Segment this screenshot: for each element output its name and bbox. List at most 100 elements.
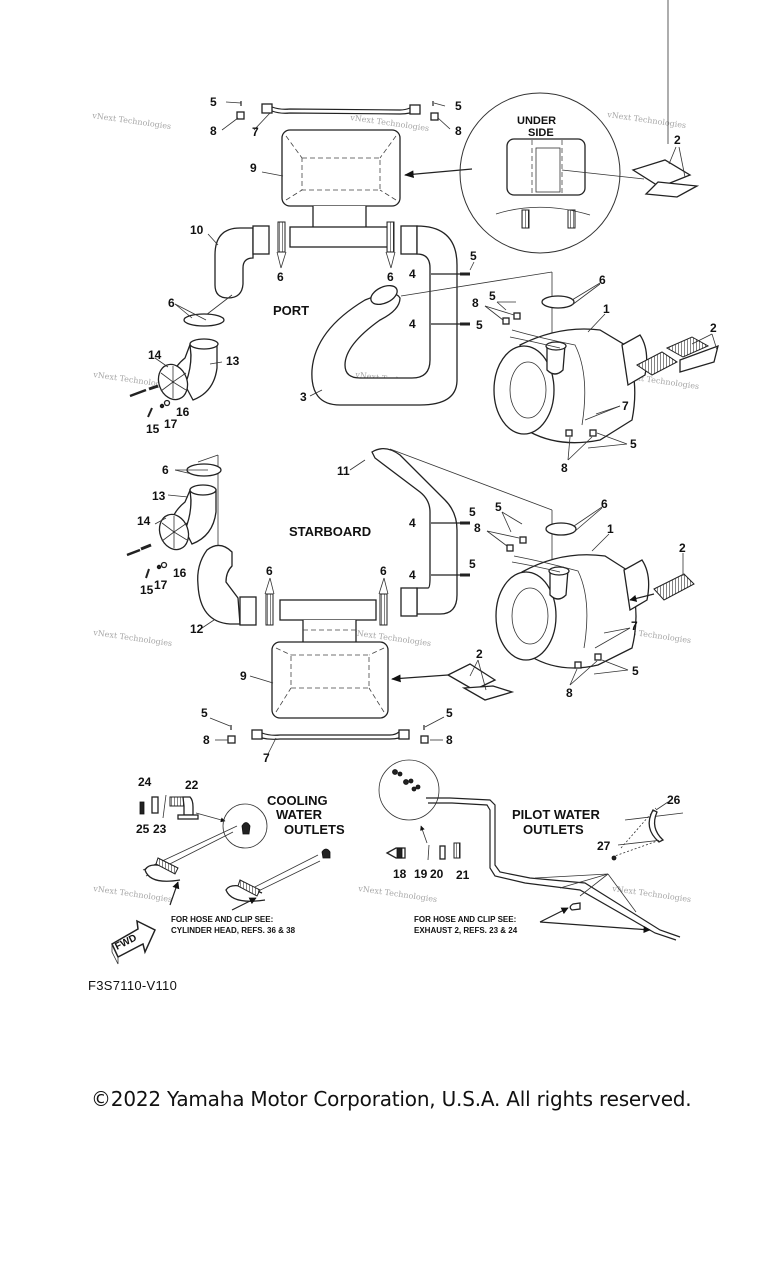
callout: 7 [631,619,638,633]
callout: 14 [137,514,151,528]
callout: 1 [607,522,614,536]
outlet-nozzle [321,848,331,859]
callout: 4 [409,568,416,582]
callout: 8 [203,733,210,747]
cooling-note: FOR HOSE AND CLIP SEE: [171,915,273,924]
callout: 20 [430,867,444,881]
screw-15 [145,568,150,579]
callout: 4 [409,516,416,530]
watermark: vNext Technologies [92,884,173,904]
callout: 5 [470,249,477,263]
callout: 6 [277,270,284,284]
washer-17 [156,564,162,570]
watermark: vNext Technologies [92,628,173,648]
clamp-6 [541,295,575,309]
box-outlet [279,599,377,621]
filter-pad-2 [461,685,515,701]
elbow-13 [184,344,218,401]
callout: 5 [469,505,476,519]
gasket-19 [427,844,430,861]
starboard-hose-12: 6 13 14 15 17 16 12 6 6 [126,454,389,636]
nut-21 [453,842,461,859]
nut-8 [236,111,245,120]
hose-clamp-6 [183,313,225,327]
outlet-nozzle [241,822,251,835]
starboard-box-9: 9 2 [240,599,515,719]
port-hose-10: 6 10 6 14 13 15 17 16 [129,221,287,436]
callout: 5 [469,557,476,571]
callout: 2 [679,541,686,555]
callout: 8 [210,124,217,138]
callout: 8 [561,461,568,475]
clamp-6 [265,593,274,626]
callout: 5 [632,664,639,678]
watermark: vNext Technologies [606,110,687,130]
nut-8 [227,735,236,744]
callout: 23 [153,822,167,836]
underside-label: SIDE [528,127,554,139]
nut-8 [506,544,514,552]
callout: 8 [446,733,453,747]
pilot-note: EXHAUST 2, REFS. 23 & 24 [414,926,518,935]
callout: 6 [266,564,273,578]
clamp-6 [277,221,286,253]
callout: 3 [300,390,307,404]
strap-buckle [261,103,273,114]
elbow-hose-12 [197,544,241,625]
callout: 11 [337,464,350,478]
callout: 16 [173,566,187,580]
clamp-6 [386,221,395,253]
nut-8 [513,312,521,320]
callout: 6 [162,463,169,477]
callout: 15 [140,583,154,597]
callout: 25 [136,822,150,836]
filter-pad-2 [665,336,710,358]
callout: 5 [210,95,217,109]
diagram-reference-code: F3S7110-V110 [88,978,178,993]
underside-label: UNDER [517,115,556,127]
hose-11 [371,448,458,615]
filter-pad-2 [636,351,678,376]
callout: 7 [252,125,259,139]
nut-8 [589,429,597,437]
callout: 6 [380,564,387,578]
starboard-label: STARBOARD [289,524,371,539]
callout: 7 [622,399,629,413]
nut-8 [430,112,439,121]
nut-8 [565,429,573,437]
box-body [281,129,401,207]
port-box-9: 9 [250,129,473,248]
port-hose-3: 6 3 PORT 4 5 4 5 [273,221,553,406]
callout: 6 [601,497,608,511]
nut-8 [519,536,527,544]
callout: 5 [455,99,462,113]
elbow-13 [184,489,217,545]
port-label: PORT [273,303,309,318]
gasket-23 [162,794,167,819]
callout: 27 [597,839,611,853]
clamp-6 [379,593,388,626]
callout: 17 [164,417,178,431]
filter-pad-2 [653,573,695,601]
underside-detail: UNDER SIDE 2 [459,0,700,254]
callout: 1 [603,302,610,316]
callout: 2 [710,321,717,335]
nut-8 [420,735,429,744]
box-outlet [289,226,391,248]
clamp-6 [545,522,577,536]
port-strap-assembly: 5 8 7 5 8 [210,95,462,139]
arrow-from-filter-pad [391,674,449,683]
callout: 8 [566,686,573,700]
callout: 10 [190,223,204,237]
watermark: vNext Technologies [91,111,172,131]
callout: 26 [667,793,681,807]
cooling-label: OUTLETS [284,822,345,837]
arrow-to-underside [404,168,473,179]
screw-15 [147,407,153,418]
strap-buckle [398,729,410,740]
callout: 5 [489,289,496,303]
starboard-hose-11: 11 STARBOARD 4 5 4 5 [289,448,553,617]
strap-7 [271,106,411,115]
washer-20 [439,845,446,860]
strap-buckle [251,729,263,740]
